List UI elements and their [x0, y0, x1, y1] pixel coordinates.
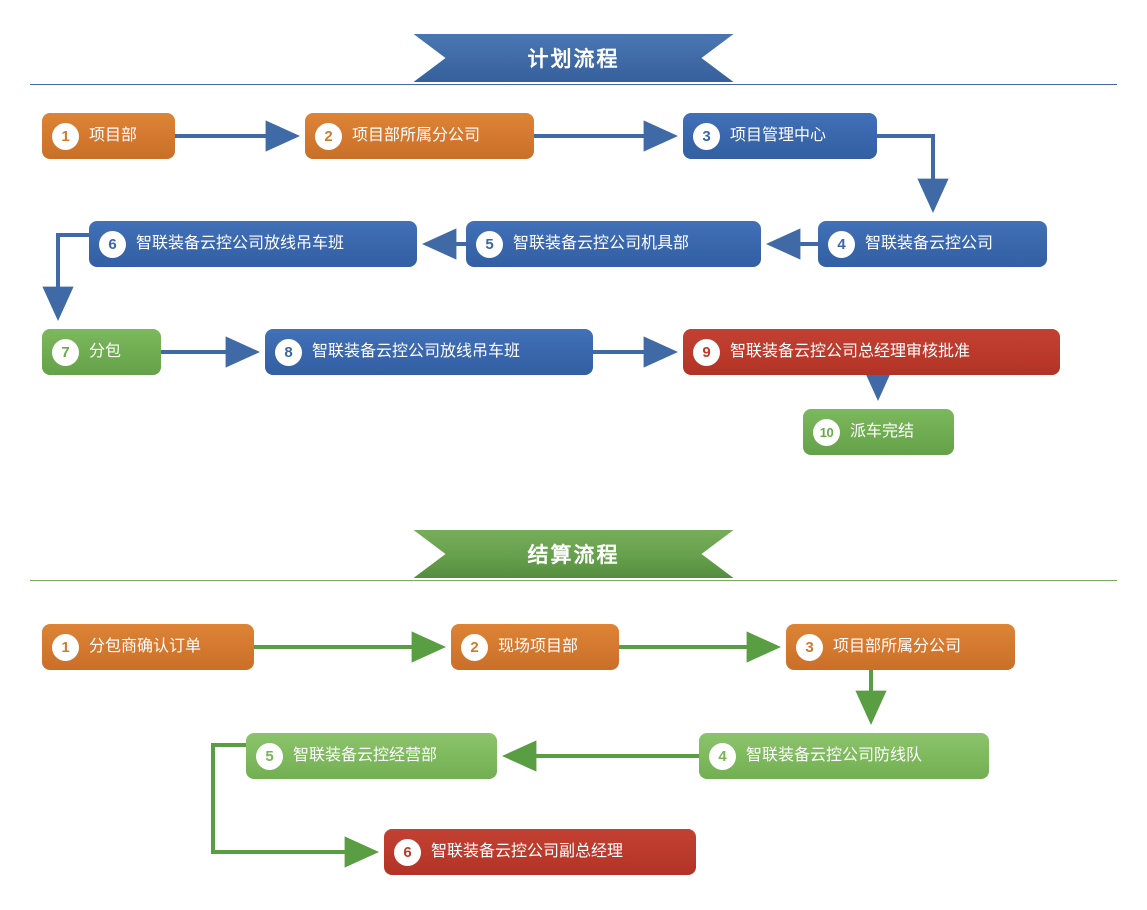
node-label: 智联装备云控公司防线队 — [746, 747, 923, 764]
node-label: 分包商确认订单 — [89, 638, 202, 655]
node-plan-3[interactable]: 3 项目管理中心 — [683, 113, 877, 159]
node-number-badge: 2 — [315, 122, 342, 150]
edge-p3-p4 — [877, 134, 949, 214]
node-number-badge: 8 — [275, 338, 302, 366]
node-label: 项目部所属分公司 — [833, 638, 962, 655]
node-plan-2[interactable]: 2 项目部所属分公司 — [305, 113, 534, 159]
node-settlement-4[interactable]: 4 智联装备云控公司防线队 — [699, 733, 989, 779]
node-plan-6[interactable]: 6 智联装备云控公司放线吊车班 — [89, 221, 417, 267]
node-number-badge: 4 — [709, 742, 736, 770]
node-number-badge: 4 — [828, 230, 855, 258]
node-number-badge: 3 — [796, 633, 823, 661]
edge-p6-p7 — [42, 233, 89, 322]
node-plan-10[interactable]: 10 派车完结 — [803, 409, 954, 455]
node-settlement-1[interactable]: 1 分包商确认订单 — [42, 624, 254, 670]
node-number-badge: 6 — [99, 230, 126, 258]
node-plan-5[interactable]: 5 智联装备云控公司机具部 — [466, 221, 761, 267]
node-number-badge: 6 — [394, 838, 421, 866]
edge-s5-s6 — [211, 743, 380, 868]
banner-rule-plan — [30, 84, 1117, 85]
node-plan-7[interactable]: 7 分包 — [42, 329, 161, 375]
node-label: 智联装备云控公司总经理审核批准 — [730, 343, 971, 360]
node-label: 项目管理中心 — [730, 127, 827, 144]
node-label: 智联装备云控公司副总经理 — [431, 843, 624, 860]
node-label: 分包 — [89, 343, 122, 360]
node-label: 智联装备云控公司放线吊车班 — [312, 343, 521, 360]
node-label: 派车完结 — [850, 423, 915, 440]
node-plan-1[interactable]: 1 项目部 — [42, 113, 175, 159]
section-banner-plan: 计划流程 — [0, 28, 1147, 90]
node-number-badge: 3 — [693, 122, 720, 150]
node-number-badge: 10 — [813, 418, 840, 446]
node-number-badge: 5 — [476, 230, 503, 258]
node-label: 智联装备云控公司放线吊车班 — [136, 235, 345, 252]
node-number-badge: 7 — [52, 338, 79, 366]
node-label: 项目部 — [89, 127, 138, 144]
node-label: 智联装备云控经营部 — [293, 747, 438, 764]
node-number-badge: 5 — [256, 742, 283, 770]
node-label: 现场项目部 — [498, 638, 579, 655]
node-number-badge: 1 — [52, 122, 79, 150]
node-number-badge: 2 — [461, 633, 488, 661]
banner-title-settlement: 结算流程 — [413, 530, 734, 578]
banner-rule-settlement — [30, 580, 1117, 581]
node-settlement-5[interactable]: 5 智联装备云控经营部 — [246, 733, 497, 779]
node-settlement-2[interactable]: 2 现场项目部 — [451, 624, 619, 670]
node-number-badge: 1 — [52, 633, 79, 661]
node-settlement-3[interactable]: 3 项目部所属分公司 — [786, 624, 1015, 670]
node-label: 智联装备云控公司机具部 — [513, 235, 690, 252]
banner-title-plan: 计划流程 — [413, 34, 734, 82]
node-label: 项目部所属分公司 — [352, 127, 481, 144]
node-label: 智联装备云控公司 — [865, 235, 994, 252]
node-number-badge: 9 — [693, 338, 720, 366]
node-plan-9[interactable]: 9 智联装备云控公司总经理审核批准 — [683, 329, 1060, 375]
node-plan-4[interactable]: 4 智联装备云控公司 — [818, 221, 1047, 267]
node-settlement-6[interactable]: 6 智联装备云控公司副总经理 — [384, 829, 696, 875]
node-plan-8[interactable]: 8 智联装备云控公司放线吊车班 — [265, 329, 593, 375]
section-banner-settlement: 结算流程 — [0, 524, 1147, 586]
